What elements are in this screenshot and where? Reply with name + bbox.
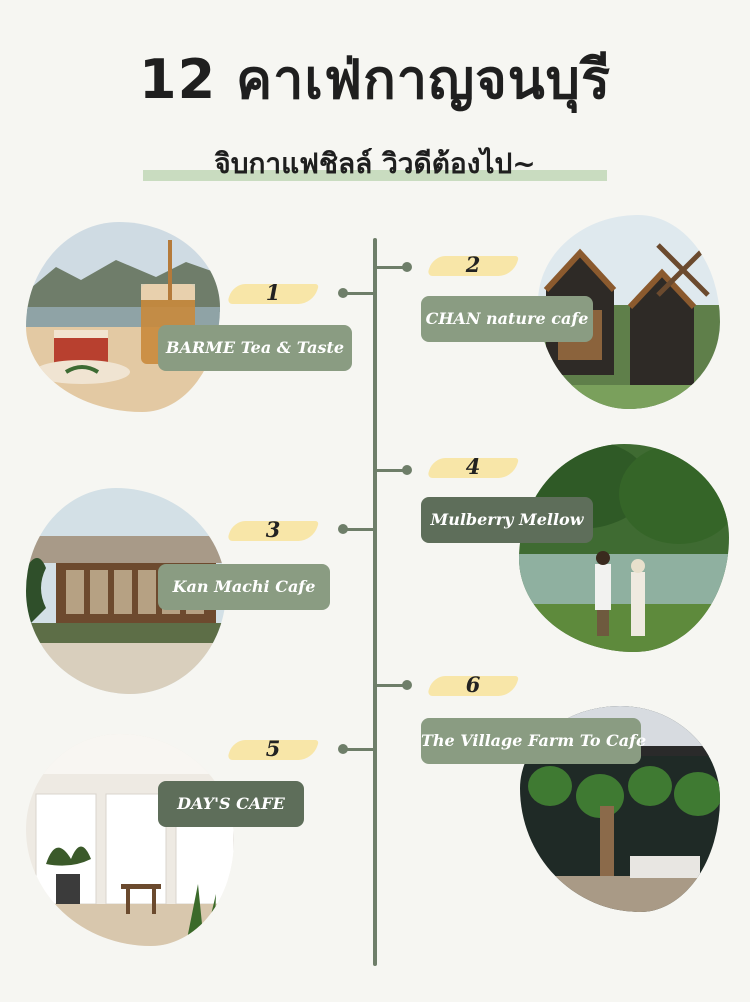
subtitle: จิบกาแฟชิลล์ วิวดีต้องไป~ — [214, 147, 536, 180]
subtitle-block: จิบกาแฟชิลล์ วิวดีต้องไป~ — [143, 142, 607, 184]
cafe-6-dot — [402, 680, 412, 690]
cafe-3-dot — [338, 524, 348, 534]
cafe-2-number-badge: 2 — [426, 250, 520, 280]
cafe-1-connector — [344, 292, 375, 295]
subtitle-underline — [143, 170, 607, 181]
cafe-6-number-badge: 6 — [426, 670, 520, 700]
cafe-2-label[interactable]: CHAN nature cafe — [421, 296, 593, 342]
cafe-4-number: 4 — [465, 454, 481, 479]
cafe-5-number-badge: 5 — [226, 734, 320, 764]
cafe-1-photo — [26, 222, 220, 412]
cafe-2-dot — [402, 262, 412, 272]
cafe-5-connector — [344, 748, 375, 751]
cafe-1-dot — [338, 288, 348, 298]
cafe-5-dot — [338, 744, 348, 754]
timeline-line — [373, 238, 377, 966]
cafe-5-number: 5 — [265, 736, 281, 761]
cafe-5-photo — [26, 734, 234, 946]
cafe-4-label[interactable]: Mulberry Mellow — [421, 497, 593, 543]
cafe-6-number: 6 — [465, 672, 481, 697]
cafe-4-connector — [375, 469, 407, 472]
cafe-6-connector — [375, 684, 407, 687]
cafe-3-connector — [344, 528, 375, 531]
cafe-3-number: 3 — [265, 517, 281, 542]
cafe-1-label[interactable]: BARME Tea & Taste — [158, 325, 352, 371]
cafe-4-dot — [402, 465, 412, 475]
cafe-1-number-badge: 1 — [226, 278, 320, 308]
cafe-4-photo — [519, 444, 729, 652]
cafe-3-label[interactable]: Kan Machi Cafe — [158, 564, 330, 610]
cafe-2-number: 2 — [465, 252, 481, 277]
cafe-4-number-badge: 4 — [426, 452, 520, 482]
cafe-1-number: 1 — [265, 280, 281, 305]
cafe-5-label[interactable]: DAY'S CAFE — [158, 781, 304, 827]
page-title: 12 คาเฟ่กาญจนบุรี — [139, 48, 611, 111]
cafe-3-number-badge: 3 — [226, 515, 320, 545]
cafe-2-connector — [375, 266, 407, 269]
cafe-6-label[interactable]: The Village Farm To Cafe — [421, 718, 646, 764]
